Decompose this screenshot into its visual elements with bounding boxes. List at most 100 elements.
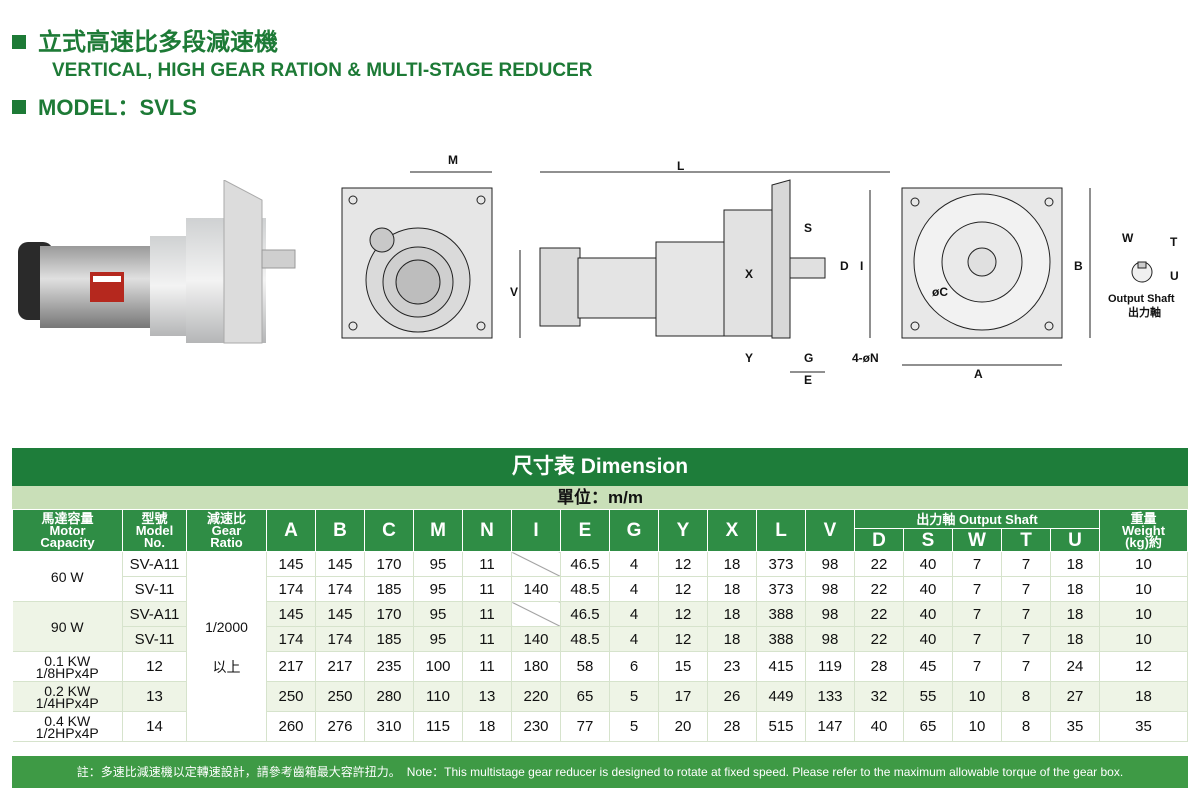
value-cell: 280 (364, 681, 414, 712)
value-cell: 12 (1099, 651, 1188, 682)
value-cell: 65 (560, 681, 610, 712)
value-cell: 15 (658, 651, 708, 682)
value-cell: 46.5 (560, 601, 610, 627)
value-cell: 235 (364, 651, 414, 682)
value-cell: 18 (707, 626, 757, 652)
value-cell: 58 (560, 651, 610, 682)
model-cell: SV-11 (122, 576, 187, 602)
value-cell: 110 (413, 681, 463, 712)
value-cell: 100 (413, 651, 463, 682)
value-cell: 12 (658, 601, 708, 627)
value-cell: 20 (658, 711, 708, 742)
value-cell: 77 (560, 711, 610, 742)
label-b: B (1074, 259, 1083, 273)
value-cell: 13 (462, 681, 512, 712)
label-d: D (840, 259, 849, 273)
value-cell: 7 (952, 651, 1002, 682)
header-shaft-w: W (952, 528, 1002, 552)
header-shaft-s: S (903, 528, 953, 552)
product-photo (18, 180, 296, 344)
value-cell: 18 (1050, 576, 1100, 602)
model-cell: 13 (122, 681, 187, 712)
value-cell: 18 (1050, 551, 1100, 577)
value-cell: 40 (903, 551, 953, 577)
header-dim-l: L (756, 509, 806, 552)
value-cell: 4 (609, 626, 659, 652)
label-s: S (804, 221, 812, 235)
value-cell: 11 (462, 576, 512, 602)
value-cell: 40 (854, 711, 904, 742)
value-cell: 7 (1001, 601, 1051, 627)
value-cell: 449 (756, 681, 806, 712)
value-cell: 174 (266, 576, 316, 602)
value-cell: 170 (364, 601, 414, 627)
title-chinese: 立式高速比多段減速機 (12, 22, 278, 57)
value-cell: 23 (707, 651, 757, 682)
value-cell: 95 (413, 551, 463, 577)
value-cell: 18 (707, 576, 757, 602)
model-cell: 12 (122, 651, 187, 682)
bullet-square-icon (12, 34, 26, 49)
header-dim-y: Y (658, 509, 708, 552)
value-cell: 7 (952, 626, 1002, 652)
header-dim-g: G (609, 509, 659, 552)
value-cell: 230 (511, 711, 561, 742)
value-cell: 7 (1001, 576, 1051, 602)
value-cell: 145 (315, 601, 365, 627)
output-shaft-label-cn: 出力軸 (1128, 305, 1161, 319)
label-c: øC (932, 285, 948, 299)
bullet-square-icon (12, 100, 26, 115)
value-cell: 22 (854, 551, 904, 577)
value-cell: 48.5 (560, 626, 610, 652)
value-cell: 40 (903, 626, 953, 652)
header-dim-x: X (707, 509, 757, 552)
value-cell: 98 (805, 576, 855, 602)
title-cn-text: 立式高速比多段減速機 (38, 29, 278, 56)
value-cell: 65 (903, 711, 953, 742)
value-cell: 22 (854, 576, 904, 602)
diagonal-empty-cell (511, 601, 561, 627)
value-cell: 35 (1099, 711, 1188, 742)
value-cell: 7 (952, 576, 1002, 602)
value-cell: 32 (854, 681, 904, 712)
value-cell: 145 (266, 551, 316, 577)
value-cell: 217 (315, 651, 365, 682)
value-cell: 10 (1099, 626, 1188, 652)
value-cell: 10 (952, 681, 1002, 712)
label-i: I (860, 259, 863, 273)
model-cell: 14 (122, 711, 187, 742)
header-shaft-u: U (1050, 528, 1100, 552)
value-cell: 95 (413, 576, 463, 602)
value-cell: 185 (364, 576, 414, 602)
header-shaft-t: T (1001, 528, 1051, 552)
value-cell: 8 (1001, 711, 1051, 742)
value-cell: 95 (413, 601, 463, 627)
value-cell: 10 (1099, 551, 1188, 577)
header-dim-n: N (462, 509, 512, 552)
value-cell: 40 (903, 576, 953, 602)
value-cell: 48.5 (560, 576, 610, 602)
value-cell: 5 (609, 681, 659, 712)
value-cell: 35 (1050, 711, 1100, 742)
value-cell: 250 (266, 681, 316, 712)
value-cell: 18 (707, 601, 757, 627)
value-cell: 140 (511, 626, 561, 652)
value-cell: 12 (658, 576, 708, 602)
value-cell: 170 (364, 551, 414, 577)
header-dim-c: C (364, 509, 414, 552)
value-cell: 147 (805, 711, 855, 742)
value-cell: 17 (658, 681, 708, 712)
value-cell: 18 (1050, 626, 1100, 652)
label-t: T (1170, 235, 1178, 249)
label-a: A (974, 367, 983, 381)
value-cell: 12 (658, 626, 708, 652)
value-cell: 220 (511, 681, 561, 712)
